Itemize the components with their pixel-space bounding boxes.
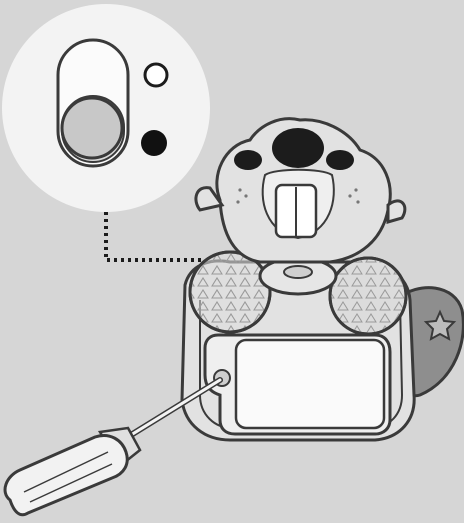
power-switch-icon xyxy=(56,38,130,168)
open-circle-icon xyxy=(143,62,169,88)
battery-door-icon xyxy=(203,333,392,436)
switch-zoom-inset xyxy=(2,4,210,212)
star-icon xyxy=(423,309,457,341)
filled-circle-icon xyxy=(141,130,167,156)
connector-line xyxy=(104,212,205,262)
screwdriver-icon xyxy=(3,377,223,517)
